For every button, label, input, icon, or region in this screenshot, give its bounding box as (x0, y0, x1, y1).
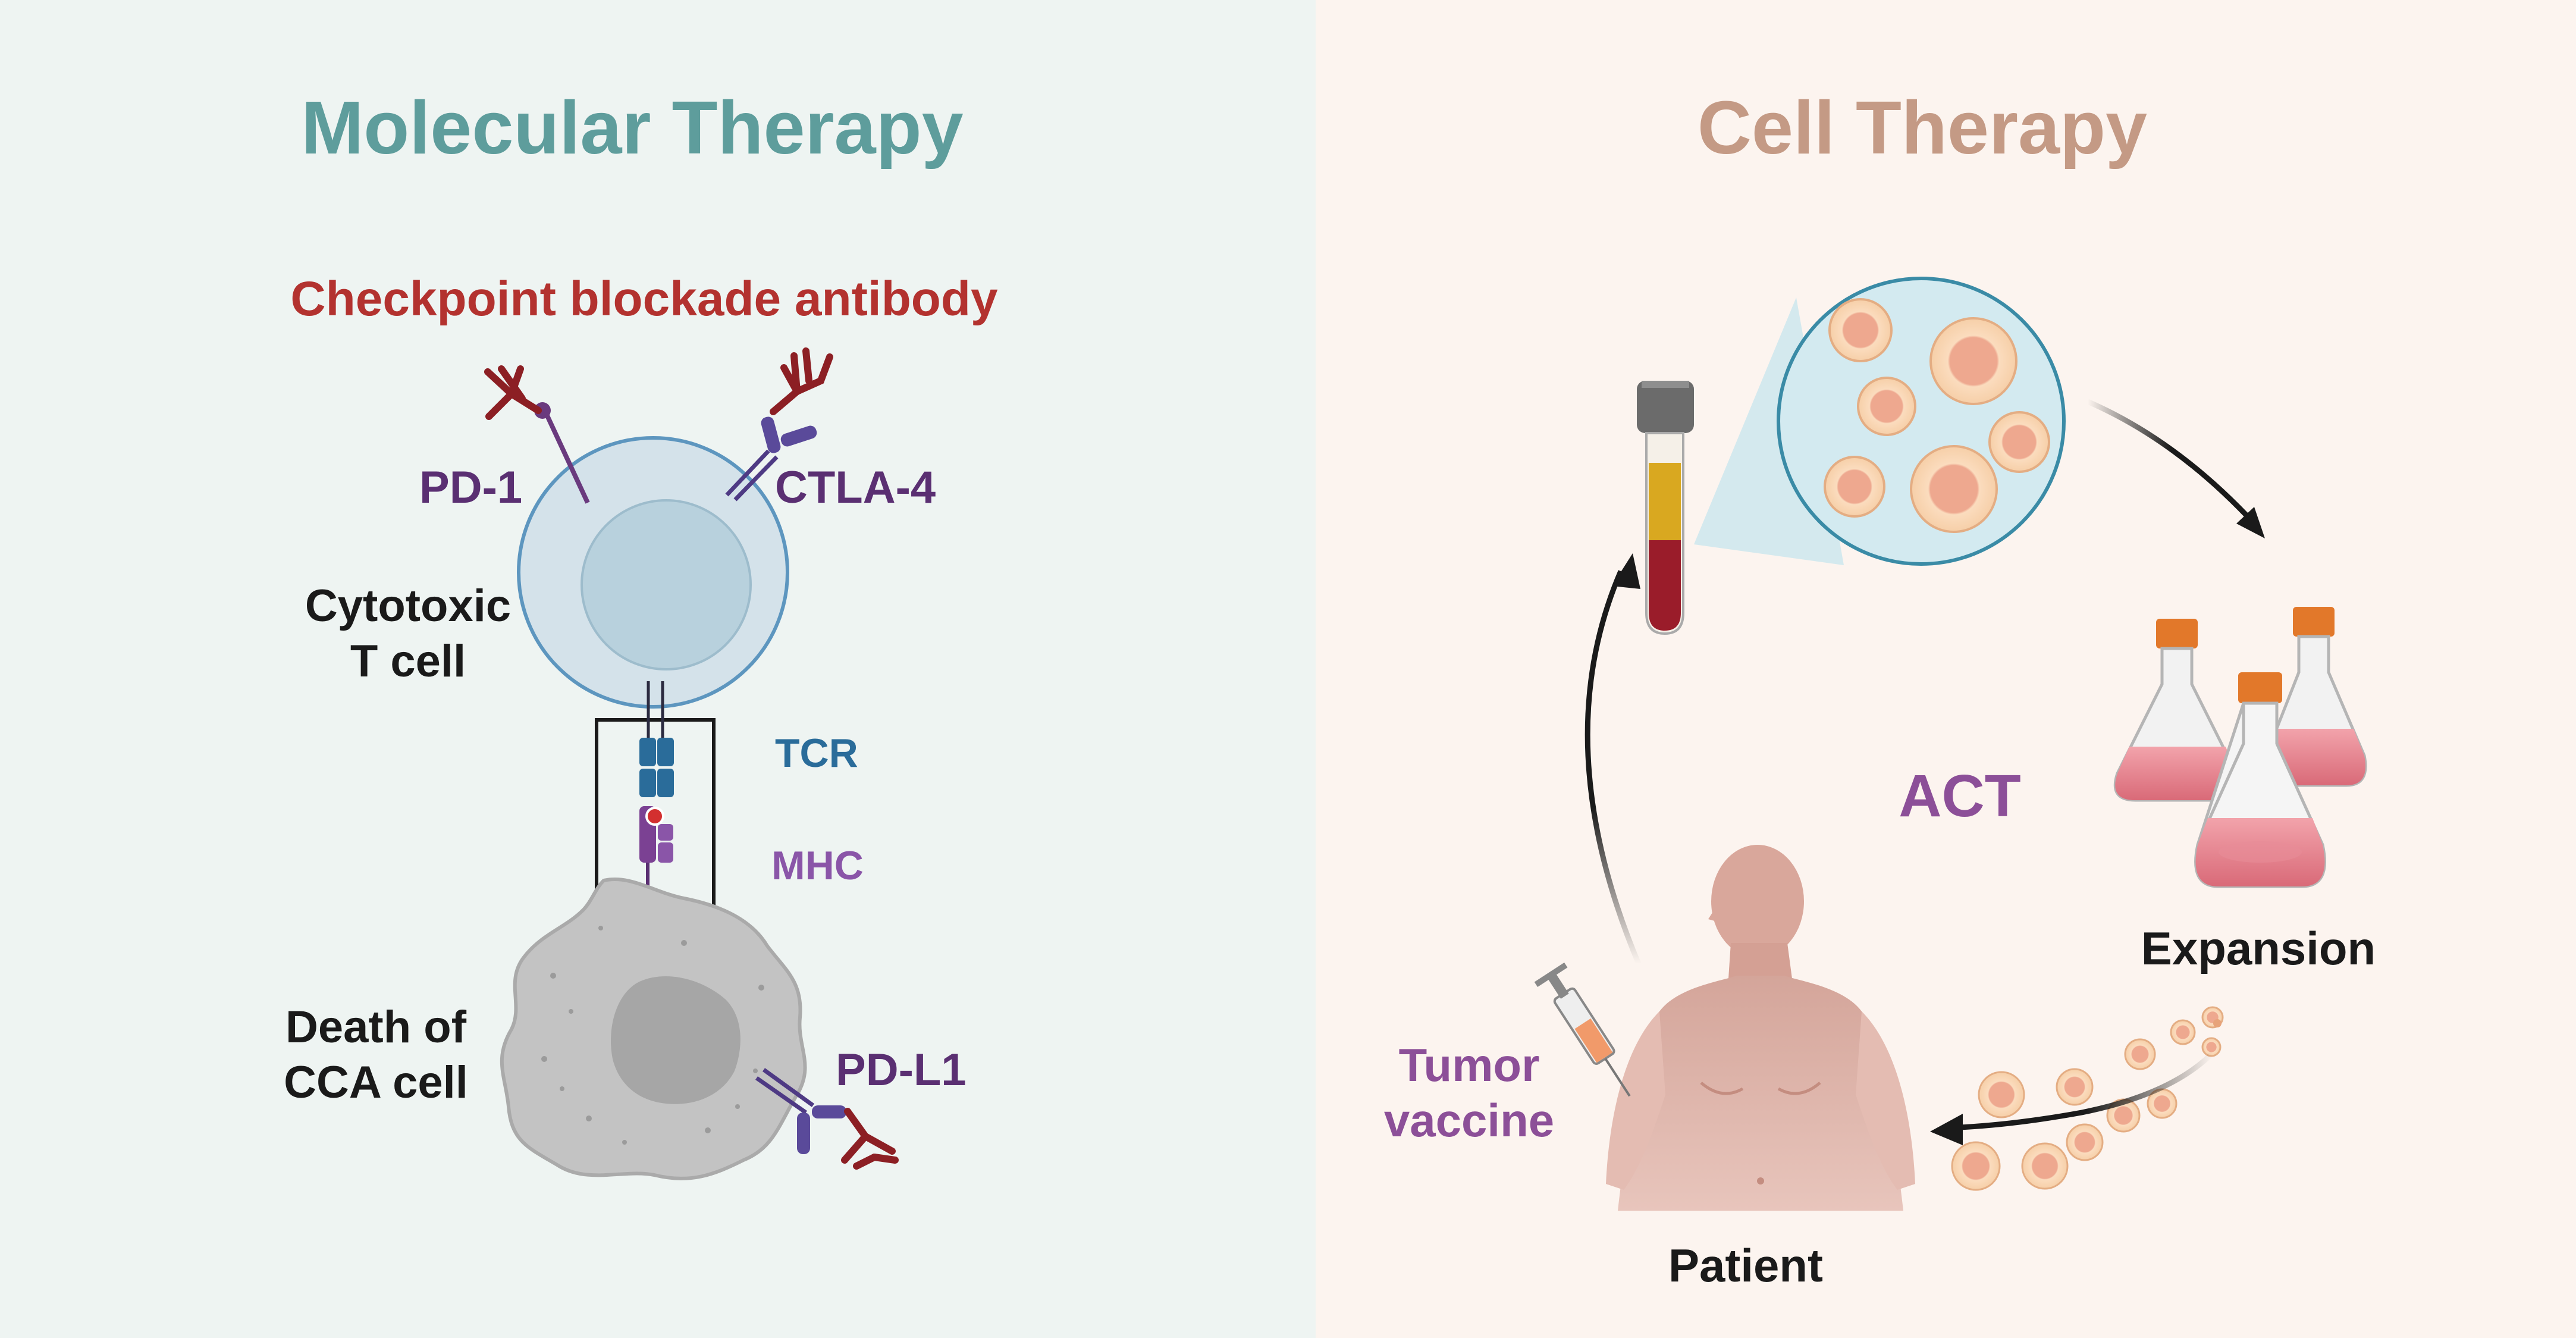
arrow-to-patient-head (1930, 1114, 1963, 1145)
culture-flasks-icon (2113, 607, 2367, 888)
ctla4-label: CTLA-4 (775, 462, 936, 513)
cca-cancer-cell (500, 878, 807, 1180)
cell-therapy-title: Cell Therapy (1697, 86, 2148, 170)
arrow-to-expansion (2086, 399, 2257, 526)
cell-magnification-circle (1777, 277, 2066, 566)
tcell-label-line1: Cytotoxic (305, 581, 512, 631)
tumor-vaccine-label-line1: Tumor (1398, 1039, 1540, 1091)
ctla4-receptor (725, 416, 817, 502)
pd1-antibody-icon (484, 365, 542, 420)
patient-body-icon (1606, 845, 1915, 1217)
patient-label: Patient (1668, 1239, 1824, 1292)
tcr-label: TCR (775, 731, 858, 776)
act-label: ACT (1899, 763, 2021, 829)
pdl1-receptor (755, 1068, 846, 1154)
death-label-line1: Death of (285, 1002, 466, 1052)
pdl1-label: PD-L1 (836, 1045, 967, 1095)
cytotoxic-t-cell (517, 436, 789, 709)
tumor-vaccine-label-line2: vaccine (1383, 1094, 1555, 1146)
blood-tube-icon (1637, 381, 1694, 635)
tcr-receptor (639, 738, 674, 797)
syringe-icon (1534, 962, 1631, 1097)
pd1-label: PD-1 (419, 462, 523, 513)
expansion-label: Expansion (2141, 922, 2376, 974)
checkpoint-blockade-antibody-label: Checkpoint blockade antibody (290, 272, 998, 326)
arrow-to-blood-tube (1584, 570, 1642, 965)
arrow-to-blood-tube-head (1612, 553, 1640, 589)
tcell-label-line2: T cell (350, 636, 466, 687)
arrow-to-expansion-head (2236, 507, 2265, 538)
mhc-molecule (639, 806, 673, 913)
ctla4-antibody-icon (770, 347, 833, 415)
cell-therapy-panel (1316, 0, 2576, 1338)
molecular-therapy-title: Molecular Therapy (301, 86, 964, 170)
expanded-cells-stream (1951, 1006, 2224, 1191)
death-label-line2: CCA cell (284, 1057, 468, 1108)
pdl1-antibody-icon (841, 1108, 899, 1170)
arrow-to-patient (1959, 1051, 2215, 1130)
mhc-label: MHC (771, 843, 864, 888)
